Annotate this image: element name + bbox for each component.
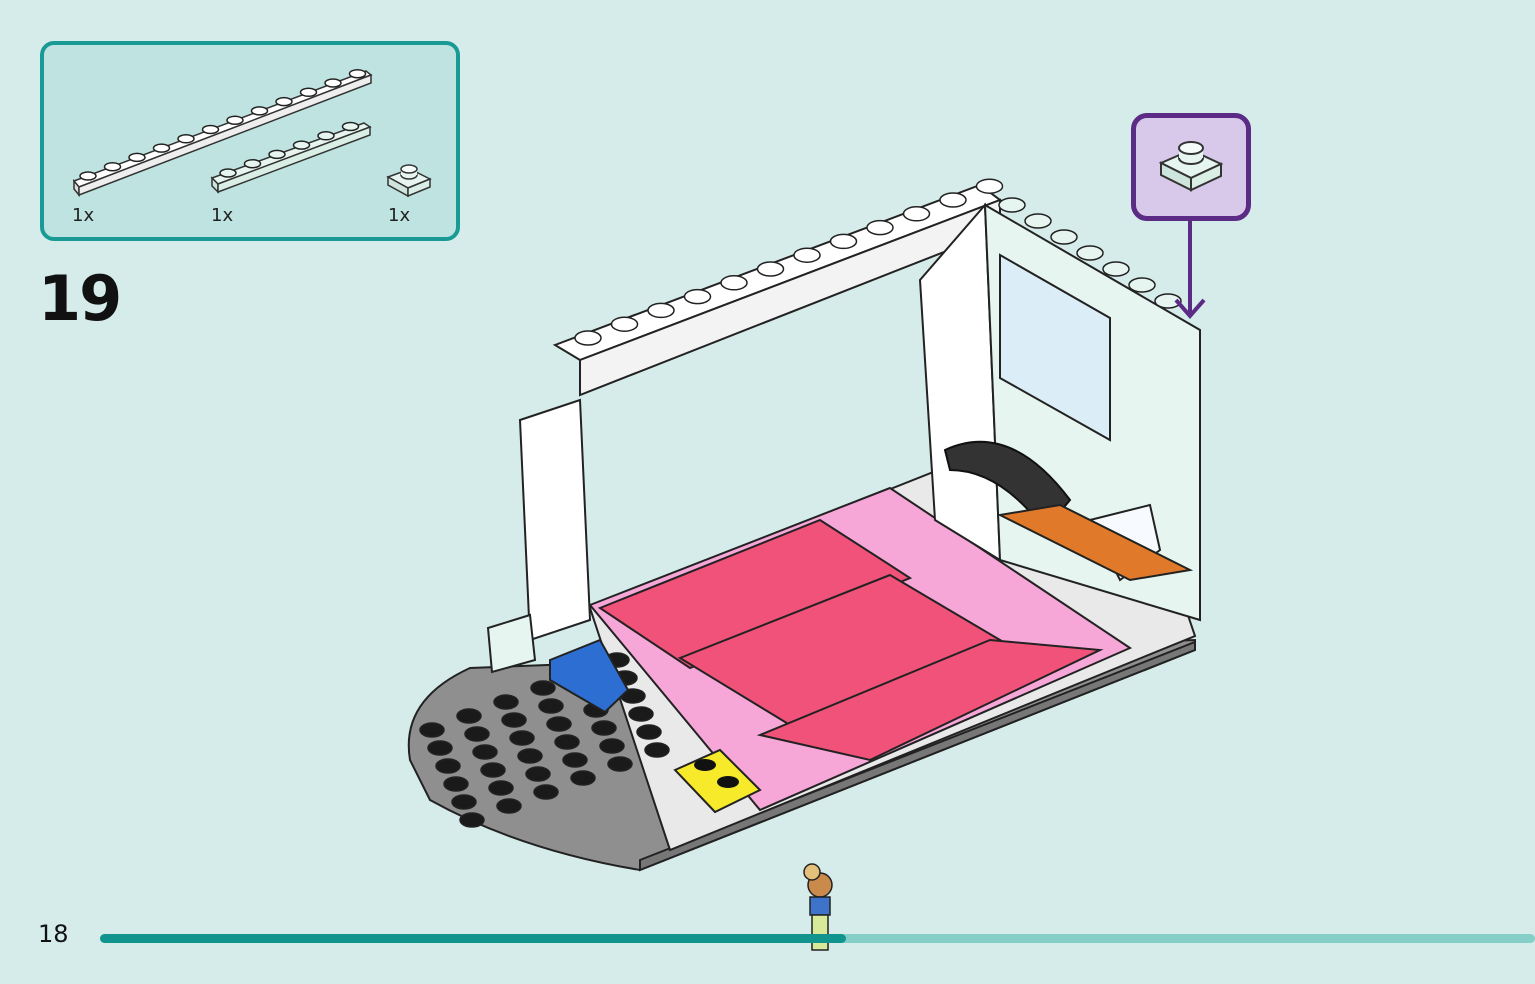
stud [275, 96, 293, 107]
stud [1102, 261, 1130, 277]
stud [530, 680, 556, 696]
new-part-callout [1131, 113, 1251, 221]
stud [1050, 229, 1078, 245]
step-number: 19 [38, 262, 122, 335]
shelf-poster [999, 253, 1111, 442]
progress-bar [100, 934, 1535, 943]
stud [348, 68, 367, 79]
part-quantity-3: 1x [388, 205, 411, 226]
stud [1076, 245, 1104, 261]
arch-studs [574, 178, 1182, 346]
stud [177, 134, 195, 144]
stud [902, 206, 931, 222]
stud [562, 752, 588, 768]
parts-list-box: 1x 1x 1x [40, 41, 460, 241]
stud [219, 168, 237, 178]
stud [226, 115, 244, 125]
stud [683, 288, 712, 305]
stud [570, 770, 596, 786]
yellow-plate [673, 748, 762, 814]
stud [480, 762, 506, 778]
stud [152, 143, 171, 153]
stud [128, 152, 146, 163]
stud [1024, 213, 1052, 229]
stud [299, 87, 318, 98]
stud [464, 726, 490, 742]
part-white-plate-1x12 [72, 70, 373, 198]
stud [79, 171, 97, 181]
stud [610, 316, 639, 332]
stud [419, 722, 445, 738]
stud [459, 812, 485, 828]
stud [493, 694, 519, 710]
parts-illustration [72, 68, 432, 198]
blue-slope [549, 638, 630, 714]
stud [998, 197, 1026, 213]
stud [599, 738, 625, 754]
stud [756, 261, 785, 277]
stud [533, 784, 559, 800]
stud [554, 734, 580, 750]
stud [1154, 293, 1182, 309]
stud [292, 140, 311, 150]
placement-arrow [1174, 221, 1206, 320]
stud [607, 756, 633, 772]
stud [793, 247, 821, 263]
stud [546, 716, 572, 732]
stud [488, 780, 514, 796]
stud [866, 219, 894, 236]
stud [201, 124, 220, 135]
stud [636, 724, 662, 740]
stud [509, 730, 535, 746]
stud [443, 776, 469, 792]
progress-bar-fill [100, 934, 847, 943]
part-quantity-1: 1x [72, 205, 95, 226]
part-aqua-plate-1x1 [386, 164, 432, 198]
stud [472, 744, 498, 760]
page-number: 18 [38, 920, 69, 948]
stud [591, 720, 617, 736]
left-white-wall [486, 398, 592, 674]
stud [427, 740, 453, 756]
stud [435, 758, 461, 774]
stud [324, 78, 342, 88]
stud [103, 161, 122, 172]
callout-part-illustration [1158, 141, 1224, 192]
stud [975, 178, 1004, 194]
stud [517, 748, 543, 764]
stud [496, 798, 522, 814]
stud [628, 706, 654, 722]
stud [644, 742, 670, 758]
stud [829, 233, 858, 250]
stud [720, 275, 748, 291]
stud [647, 302, 675, 319]
stud [501, 712, 527, 728]
stud [243, 158, 262, 169]
stud [939, 192, 967, 208]
stud [250, 106, 269, 116]
right-back-wall [918, 202, 1201, 622]
stud [317, 131, 335, 141]
stud [525, 766, 551, 782]
stud [341, 121, 360, 132]
orange-counter [996, 503, 1194, 582]
stud [574, 330, 602, 346]
part-quantity-2: 1x [211, 205, 234, 226]
stud [456, 708, 482, 724]
stud [268, 149, 286, 160]
coral-tiles [597, 518, 1104, 762]
stud [451, 794, 477, 810]
stud [538, 698, 564, 714]
stud [1128, 277, 1156, 293]
